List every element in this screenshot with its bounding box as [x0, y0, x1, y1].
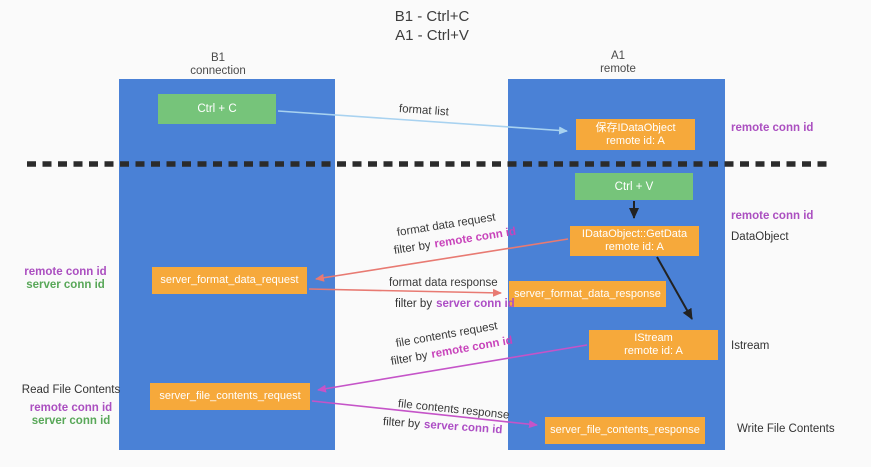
istream-line1: IStream [634, 332, 673, 344]
label-left-server-conn-id-file: server conn id [31, 415, 111, 427]
label-format-list: format list [398, 103, 450, 119]
header-b1-name: B1 [210, 52, 226, 64]
label-left-server-conn-id-format: server conn id [26, 279, 105, 291]
ctrl-v-label: Ctrl + V [614, 180, 654, 193]
header-b1-connection: B1 connection [158, 52, 278, 78]
header-a1-role: remote [600, 63, 636, 75]
header-b1-role: connection [190, 65, 246, 77]
label-dataobject: DataObject [731, 231, 789, 243]
server-format-data-request-label: server_format_data_request [160, 274, 299, 286]
arrow-format-data-response [308, 288, 502, 297]
filter-by-text: filter by [395, 298, 433, 310]
ctrl-v-box: Ctrl + V [575, 173, 693, 200]
server-format-data-response-box: server_format_data_response [509, 281, 666, 307]
server-file-contents-response-box: server_file_contents_response [545, 417, 705, 444]
left-conn-id-block-file: Read File Contents remote conn id server… [10, 384, 132, 428]
server-conn-id-value: server conn id [423, 418, 503, 437]
label-left-remote-conn-id-file: remote conn id [29, 402, 113, 414]
label-filter-by-server-conn-id-format: filter by server conn id [395, 298, 515, 310]
save-idataobject-line2: remote id: A [606, 134, 665, 147]
server-format-data-request-box: server_format_data_request [152, 267, 307, 294]
save-idataobject-line1: 保存IDataObject [595, 121, 676, 134]
server-file-contents-request-box: server_file_contents_request [150, 383, 310, 410]
label-remote-conn-id-top: remote conn id [731, 122, 814, 134]
filter-by-text: filter by [382, 416, 421, 431]
header-a1-name: A1 [610, 50, 626, 62]
title-line-2: A1 - Ctrl+V [395, 27, 469, 44]
getdata-line1: IDataObject::GetData [581, 228, 688, 240]
header-a1-remote: A1 remote [558, 50, 678, 76]
label-remote-conn-id-dataobject: remote conn id [731, 210, 814, 222]
server-file-contents-request-label: server_file_contents_request [159, 390, 301, 402]
label-istream: Istream [731, 340, 770, 352]
filter-by-text: filter by [393, 239, 432, 257]
diagram-title: B1 - Ctrl+C A1 - Ctrl+V [352, 7, 512, 45]
filter-by-text: filter by [389, 349, 429, 368]
label-read-file-contents: Read File Contents [21, 384, 121, 396]
ctrl-c-label: Ctrl + C [197, 103, 237, 115]
server-conn-id-value: server conn id [436, 298, 515, 310]
title-line-1: B1 - Ctrl+C [394, 8, 470, 25]
istream-line2: remote id: A [624, 345, 683, 357]
server-format-data-response-label: server_format_data_response [514, 287, 661, 300]
label-write-file-contents: Write File Contents [737, 423, 835, 435]
idataobject-getdata-box: IDataObject::GetData remote id: A [570, 226, 699, 256]
label-left-remote-conn-id-format: remote conn id [24, 266, 107, 278]
istream-box: IStream remote id: A [589, 330, 718, 360]
getdata-line2: remote id: A [605, 241, 664, 253]
server-file-contents-response-label: server_file_contents_response [550, 424, 700, 436]
save-idataobject-box: 保存IDataObject remote id: A [576, 119, 695, 150]
left-conn-id-block-format: remote conn id server conn id [8, 266, 123, 292]
ctrl-c-box: Ctrl + C [158, 94, 276, 124]
label-format-data-response: format data response [389, 277, 498, 289]
